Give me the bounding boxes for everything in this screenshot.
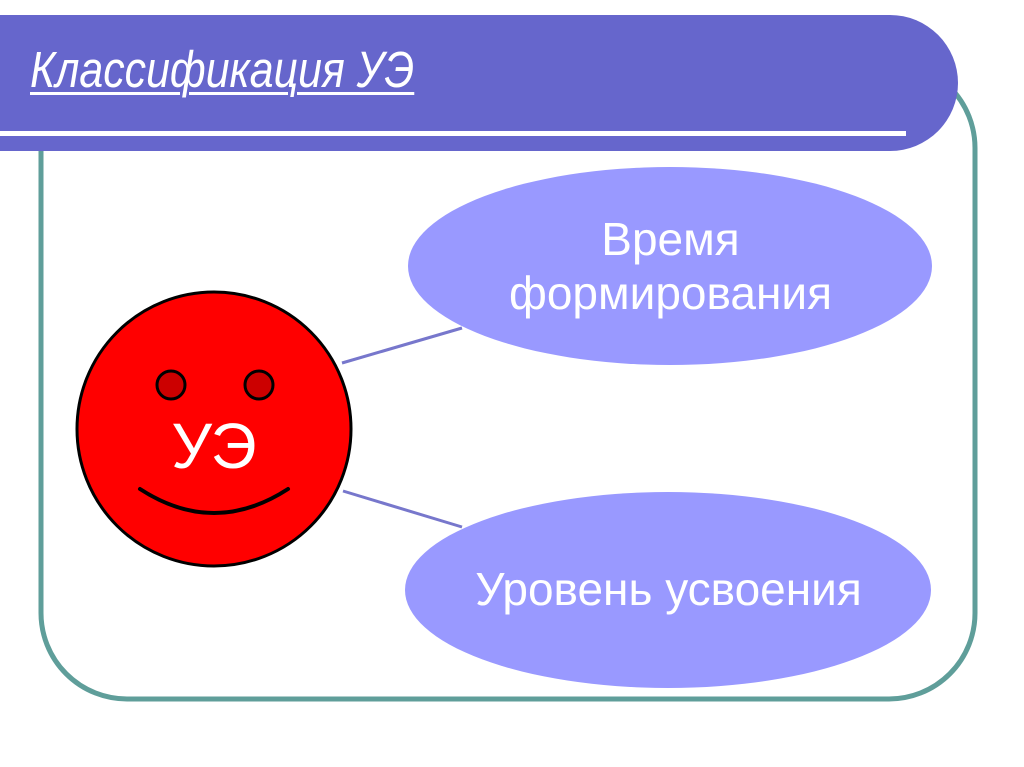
branch-ellipse-formation-time <box>408 167 932 365</box>
right-eye-icon <box>243 369 275 401</box>
smiley-face-icon <box>75 290 353 568</box>
branch-label-line1: Уровень усвоения <box>475 563 862 615</box>
slide-title: Классификация УЭ <box>30 41 415 98</box>
title-banner <box>0 15 958 151</box>
branch-label-mastery-level: Уровень усвоения <box>405 562 932 616</box>
branch-label-formation-time: Время формирования <box>409 212 932 320</box>
left-eye-icon <box>155 369 187 401</box>
smile-icon <box>138 487 290 515</box>
branch-label-line2: формирования <box>508 267 832 319</box>
connector-top <box>341 326 463 365</box>
connector-bottom <box>342 489 463 529</box>
branch-label-line1: Время <box>601 213 740 265</box>
center-node-label: УЭ <box>171 410 257 482</box>
branch-ellipse-mastery-level <box>405 492 931 688</box>
banner-separator <box>0 131 906 136</box>
